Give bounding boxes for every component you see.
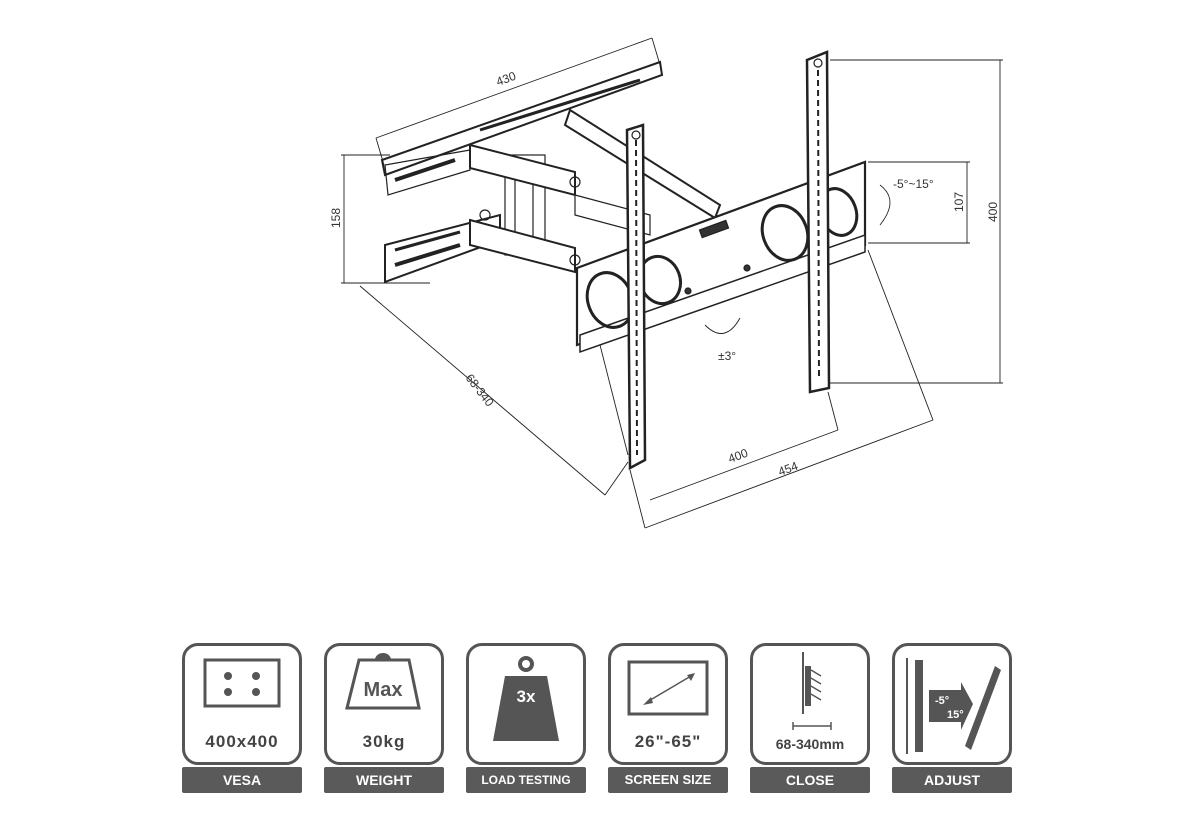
dim-wall-plate-width: 430	[494, 69, 518, 89]
mount-diagram: 430 158 68-340 400 107 -5°~15° ±3° 400 4…	[329, 37, 1003, 529]
dimension-lines	[341, 37, 1003, 529]
feature-label: CLOSE	[750, 767, 870, 793]
feature-label: ADJUST	[892, 767, 1012, 793]
svg-text:3x: 3x	[517, 687, 536, 706]
svg-text:-5°: -5°	[935, 695, 949, 707]
feature-load-testing: 3x LOAD TESTING	[466, 643, 586, 793]
feature-value: 30kg	[362, 732, 406, 751]
feature-label: VESA	[182, 767, 302, 793]
feature-vesa: 400x400 VESA	[182, 643, 302, 793]
feature-value: 400x400	[205, 732, 279, 751]
tv-bracket	[575, 160, 867, 354]
dim-wall-plate-height: 158	[329, 208, 343, 228]
dim-arm-height: 107	[952, 192, 966, 212]
feature-value: 68-340mm	[775, 736, 845, 752]
max-weight-icon: Max	[345, 653, 421, 710]
feature-adjust: -5° 15° ADJUST	[892, 643, 1012, 793]
feature-weight: Max 30kg WEIGHT	[324, 643, 444, 793]
vesa-holes-icon	[203, 658, 281, 708]
dim-tilt: -5°~15°	[893, 177, 934, 191]
dim-vesa-width: 400	[726, 446, 750, 466]
svg-text:Max: Max	[364, 679, 403, 701]
dim-rotation: ±3°	[718, 349, 736, 363]
dim-vesa-height: 400	[986, 202, 1000, 222]
tilt-adjust-icon: -5° 15°	[906, 658, 1001, 754]
svg-text:15°: 15°	[947, 709, 964, 721]
load-weight-icon: 3x	[493, 656, 559, 741]
feature-label: WEIGHT	[324, 767, 444, 793]
feature-screen-size: 26"-65" SCREEN SIZE	[608, 643, 728, 793]
vertical-rails	[625, 50, 831, 471]
feature-close: 68-340mm CLOSE	[750, 643, 870, 793]
feature-label: SCREEN SIZE	[608, 767, 728, 793]
dim-bracket-width: 454	[776, 459, 800, 479]
screen-diagonal-icon	[627, 660, 709, 716]
feature-label: LOAD TESTING	[466, 767, 586, 793]
feature-value: 26"-65"	[634, 732, 702, 751]
wall-distance-icon	[792, 652, 832, 730]
dim-extension: 68-340	[463, 371, 497, 409]
